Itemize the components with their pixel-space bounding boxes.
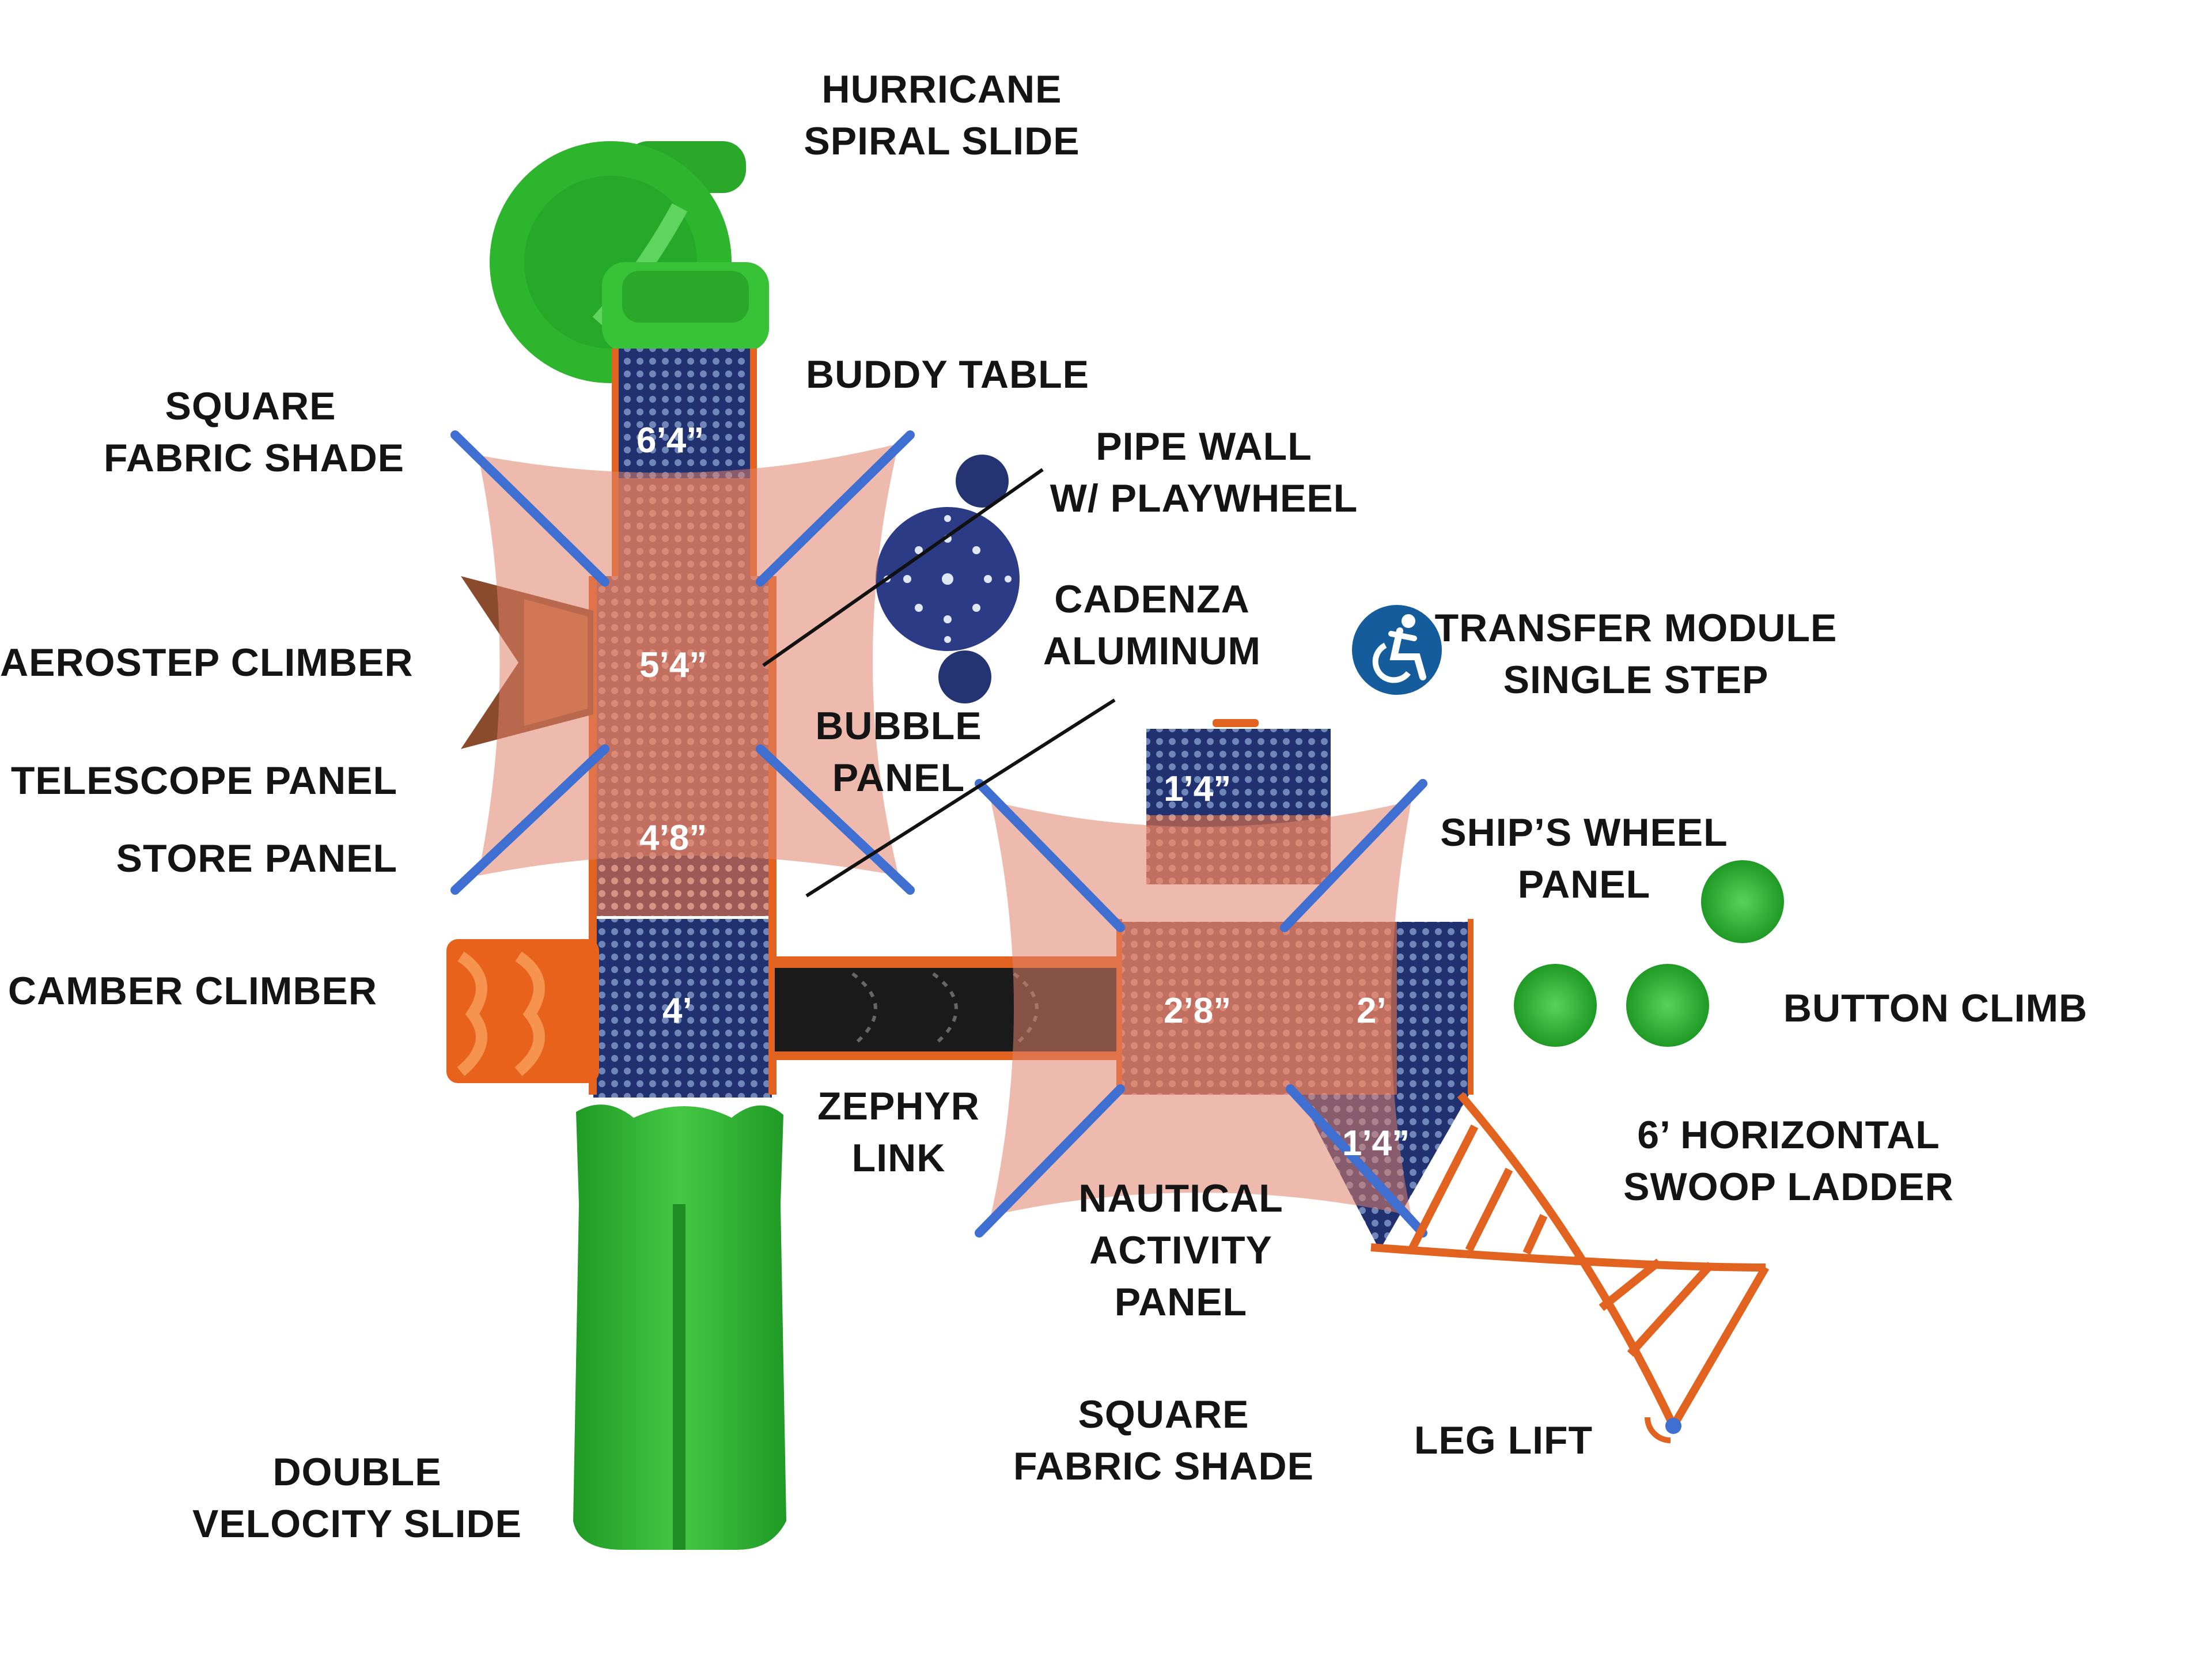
accessibility-icon <box>1352 605 1442 695</box>
label-buddy-table: BUDDY TABLE <box>805 353 1090 396</box>
leg-lift <box>1645 1417 1681 1443</box>
label-telescope-panel: TELESCOPE PANEL <box>10 759 397 803</box>
buddy-table <box>876 455 1020 703</box>
horizontal-swoop-ladder <box>1370 1092 1770 1428</box>
label-camber-climber: CAMBER CLIMBER <box>7 969 377 1013</box>
label-button-climb: BUTTON CLIMB <box>1783 986 2088 1030</box>
hurricane-spiral-slide <box>490 141 769 383</box>
deck-height-transfer-bottom: 1’4” <box>1342 1123 1410 1163</box>
deck-height-middle: 4’8” <box>639 818 707 858</box>
deck-height-upper: 5’4” <box>639 645 707 685</box>
deck-height-lower: 4’ <box>662 991 692 1031</box>
label-store-panel: STORE PANEL <box>116 837 397 880</box>
leader-lines <box>762 468 1116 898</box>
label-leg-lift: LEG LIFT <box>1414 1418 1593 1462</box>
shade-posts <box>450 430 1427 1238</box>
deck-height-center: 2’8” <box>1164 991 1231 1031</box>
deck-height-top: 6’4” <box>637 421 704 460</box>
button-climb <box>1514 860 1784 1047</box>
deck-height-right: 2’ <box>1357 991 1387 1031</box>
camber-climber <box>446 939 599 1083</box>
label-aerostep-climber: AEROSTEP CLIMBER <box>0 641 414 684</box>
double-velocity-slide <box>573 1104 786 1550</box>
deck-height-transfer-top: 1’4” <box>1164 769 1231 809</box>
